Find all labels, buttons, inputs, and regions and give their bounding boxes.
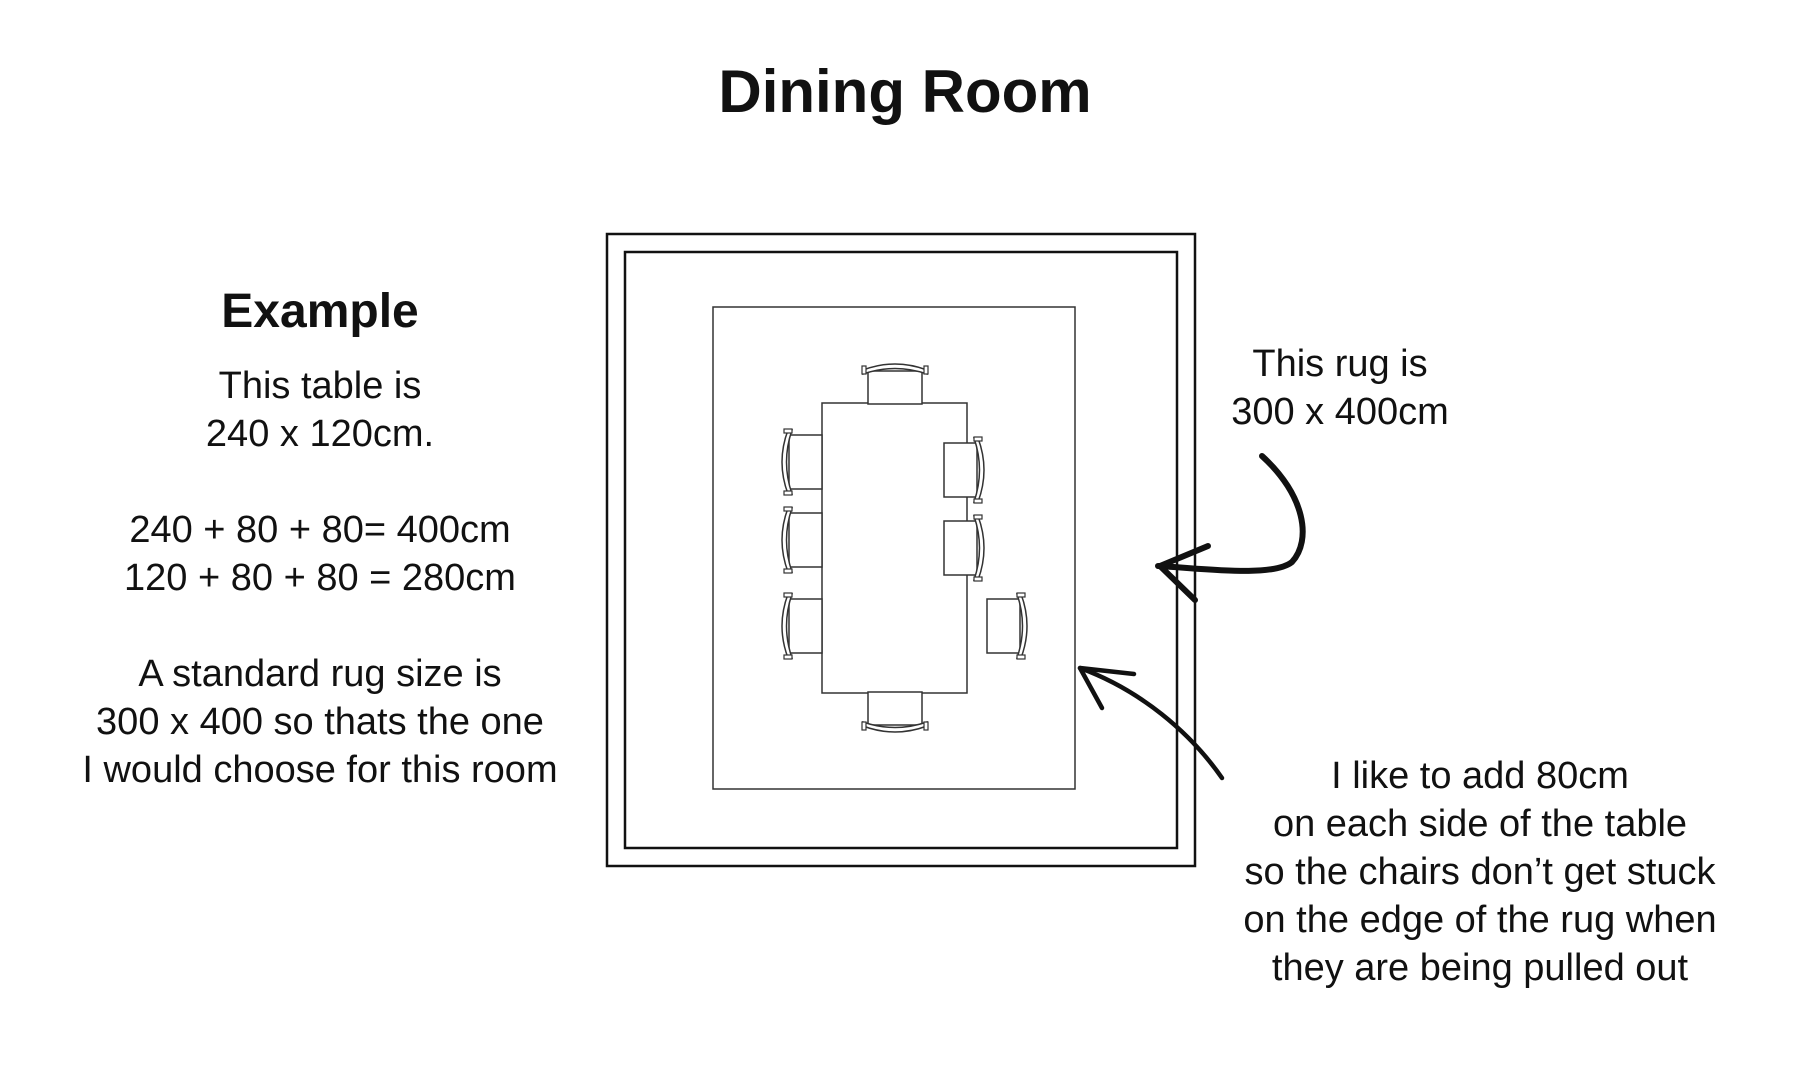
spacing-callout-line-2: on each side of the table <box>1272 803 1688 845</box>
spacing-callout-line-1: I like to add 80cm <box>1331 755 1629 797</box>
chair-left-2 <box>781 506 823 574</box>
spacing-callout-line-4: on the edge of the rug when <box>1243 899 1717 941</box>
chair-bottom <box>861 691 929 733</box>
rug-arrow-icon <box>1155 453 1306 574</box>
example-line-width-calc: 120 + 80 + 80 = 280cm <box>124 557 516 599</box>
example-line-1: This table is <box>218 365 422 407</box>
example-heading: Example <box>221 285 419 338</box>
room-inner-wall <box>623 250 1179 850</box>
rug-outline <box>712 306 1076 790</box>
spacing-callout-line-5: they are being pulled out <box>1271 947 1689 989</box>
chair-right-3 <box>986 592 1028 660</box>
chair-left-1 <box>781 428 823 496</box>
example-line-8: 300 x 400 so thats the one <box>96 701 544 743</box>
chair-left-3 <box>781 592 823 660</box>
example-line-2: 240 x 120cm. <box>205 413 435 455</box>
example-line-length-calc: 240 + 80 + 80= 400cm <box>129 509 511 551</box>
rug-size-callout: This rug is 300 x 400cm <box>1180 340 1500 436</box>
spacing-callout: I like to add 80cm on each side of the t… <box>1200 752 1760 992</box>
example-panel: Example This table is 240 x 120cm. 240 +… <box>40 282 600 794</box>
room-outer-wall <box>605 232 1197 868</box>
chair-right-2 <box>943 514 985 582</box>
rug-arrowhead-icon <box>1157 543 1211 603</box>
spacing-arrowhead-icon <box>1077 665 1137 711</box>
example-line-9: I would choose for this room <box>82 749 558 791</box>
chair-top <box>861 363 929 405</box>
diagram-title: Dining Room <box>718 58 1092 125</box>
rug-callout-line-1: This rug is <box>1252 343 1428 385</box>
rug-callout-line-2: 300 x 400cm <box>1231 391 1449 433</box>
chair-right-1 <box>943 436 985 504</box>
spacing-callout-line-3: so the chairs don’t get stuck <box>1244 851 1716 893</box>
example-line-7: A standard rug size is <box>138 653 502 695</box>
spacing-arrow-icon <box>1077 665 1225 781</box>
